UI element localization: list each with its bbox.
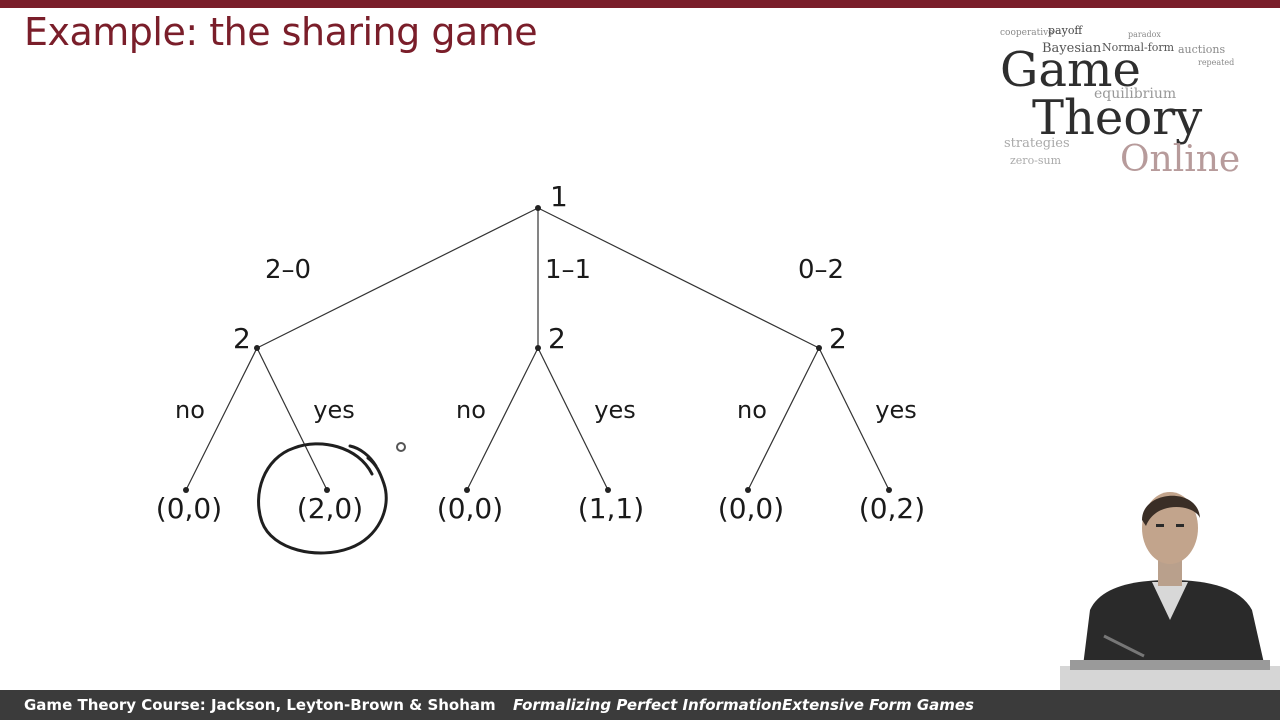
leaf-node xyxy=(464,487,470,493)
logo-cloud-word: auctions xyxy=(1178,43,1226,56)
top-accent-bar xyxy=(0,0,1280,8)
annotation-circle xyxy=(257,442,388,555)
offer-label: 0–2 xyxy=(798,255,844,285)
payoff-label: (2,0) xyxy=(297,492,363,525)
leaf-node xyxy=(605,487,611,493)
player-label: 2 xyxy=(548,322,566,355)
logo-cloud-word: Normal-form xyxy=(1102,41,1175,54)
logo-cloud-word: zero-sum xyxy=(1010,154,1062,167)
decision-node xyxy=(535,345,541,351)
presenter-silhouette xyxy=(1060,470,1280,690)
action-label: yes xyxy=(313,396,354,424)
logo-cloud-word: paradox xyxy=(1128,30,1161,39)
logo-cloud-word: payoff xyxy=(1048,24,1083,37)
logo-cloud-word: strategies xyxy=(1004,136,1070,151)
player-label: 2 xyxy=(829,322,847,355)
pen-dot xyxy=(396,442,406,452)
offer-label: 1–1 xyxy=(545,255,591,285)
action-label: no xyxy=(175,396,205,424)
payoff-label: (0,2) xyxy=(859,492,925,525)
edge-reject-0-2 xyxy=(747,347,820,491)
leaf-node xyxy=(886,487,892,493)
edge-offer-0-2 xyxy=(537,207,820,349)
payoff-label: (0,0) xyxy=(718,492,784,525)
edge-reject-1-1 xyxy=(466,347,539,491)
edge-accept-2-0 xyxy=(256,347,328,491)
offer-label: 2–0 xyxy=(265,255,311,285)
payoff-label: (1,1) xyxy=(578,492,644,525)
edge-reject-2-0 xyxy=(185,347,258,491)
logo-cloud-word: repeated xyxy=(1198,58,1235,67)
root-node xyxy=(535,205,541,211)
edge-accept-0-2 xyxy=(818,347,890,491)
decision-node xyxy=(254,345,260,351)
leaf-node xyxy=(183,487,189,493)
logo-word-online: Online xyxy=(1120,139,1241,180)
slide-title: Example: the sharing game xyxy=(24,10,538,54)
action-label: no xyxy=(737,396,767,424)
logo-cloud-word: Bayesian xyxy=(1042,41,1102,56)
leaf-node xyxy=(324,487,330,493)
action-label: yes xyxy=(875,396,916,424)
leaf-node xyxy=(745,487,751,493)
presenter-video-inset xyxy=(1060,470,1280,690)
footer-bar: Game Theory Course: Jackson, Leyton-Brow… xyxy=(0,690,1280,720)
logo-word-game: Game xyxy=(1000,42,1141,98)
payoff-label: (0,0) xyxy=(156,492,222,525)
edge-offer-2-0 xyxy=(256,207,539,349)
logo-cloud-word: equilibrium xyxy=(1094,86,1177,102)
game-theory-online-logo: cooperative payoff Bayesian Normal-form … xyxy=(998,24,1260,184)
footer-lecture-title: Formalizing Perfect InformationExtensive… xyxy=(512,696,974,714)
logo-cloud-word: cooperative xyxy=(1000,28,1054,38)
player-label: 2 xyxy=(233,322,251,355)
action-label: no xyxy=(456,396,486,424)
root-player-label: 1 xyxy=(550,180,568,213)
payoff-label: (0,0) xyxy=(437,492,503,525)
decision-node xyxy=(816,345,822,351)
edge-accept-1-1 xyxy=(537,347,609,491)
logo-word-theory: Theory xyxy=(1032,90,1203,146)
footer-course-credit: Game Theory Course: Jackson, Leyton-Brow… xyxy=(24,696,496,714)
action-label: yes xyxy=(594,396,635,424)
